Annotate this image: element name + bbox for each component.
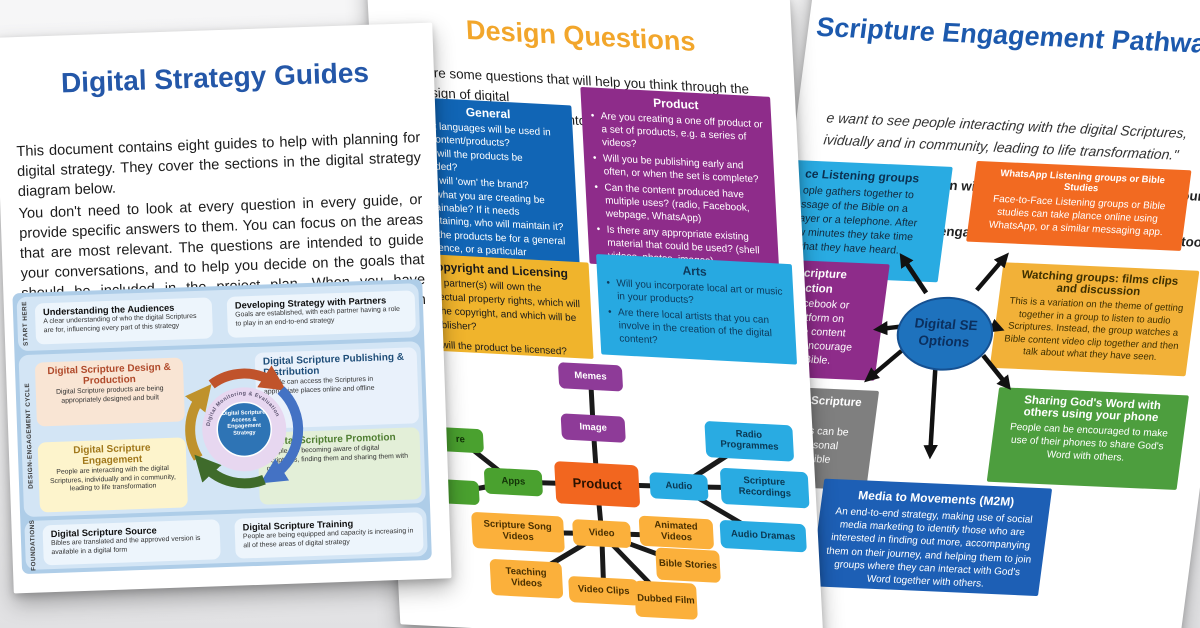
developing-strategy-partners-box: Developing Strategy with Partners Goals … bbox=[226, 290, 416, 338]
understanding-audiences-box: Understanding the Audiences A clear unde… bbox=[34, 297, 214, 345]
diagram-row-foundations: FOUNDATIONS Digital Scripture Source Bib… bbox=[24, 507, 428, 571]
arts-questions-box: Arts Will you incorporate local art or m… bbox=[596, 253, 798, 365]
foundations-label: FOUNDATIONS bbox=[28, 519, 38, 571]
cycle-arrow-gold bbox=[185, 384, 212, 461]
page-title: Digital Strategy Guides bbox=[60, 56, 370, 99]
box-body: Digital Scripture products are being app… bbox=[55, 385, 164, 405]
scripture-training-box: Digital Scripture Training People are be… bbox=[234, 512, 424, 559]
mindmap-node-scripture-song-videos: Scripture Song Videos bbox=[471, 511, 565, 553]
box-title: Digital Scripture Engagement bbox=[73, 442, 151, 468]
hub-label-line: Options bbox=[917, 332, 971, 350]
diagram-row-cycle: DESIGN-ENGAGEMENT CYCLE Digital Scriptur… bbox=[18, 341, 426, 518]
mindmap-node-bible-stories: Bible Stories bbox=[655, 547, 721, 583]
monitoring-evaluation-cycle: Digital Monitoring & Evaluation Digital … bbox=[167, 347, 322, 510]
engagement-box: Digital Scripture Engagement People are … bbox=[37, 437, 188, 513]
diagram-row-start: START HERE Understanding the Audiences A… bbox=[16, 283, 421, 352]
design-production-box: Digital Scripture Design & Production Di… bbox=[34, 357, 185, 427]
box-title: Digital Scripture Design & Production bbox=[47, 361, 171, 387]
core-circle bbox=[216, 401, 272, 458]
mindmap-node-animated-videos: Animated Videos bbox=[638, 515, 715, 550]
mindmap-node-audio: Audio bbox=[649, 472, 709, 502]
box-body: People are interacting with the digital … bbox=[49, 464, 176, 493]
scripture-source-box: Digital Scripture Source Bibles are tran… bbox=[42, 519, 221, 566]
question-item: Can the content produced have multiple u… bbox=[593, 181, 769, 229]
strategy-diagram: START HERE Understanding the Audiences A… bbox=[12, 279, 432, 575]
question-item: Are there local artists that you can inv… bbox=[607, 306, 789, 355]
mindmap-node-video-clips: Video Clips bbox=[568, 575, 640, 606]
product-mindmap: Memes Image Product Apps re Audio Radio … bbox=[386, 349, 824, 628]
cycle-arrow-red bbox=[208, 365, 287, 391]
mindmap-node-dubbed-film: Dubbed Film bbox=[634, 580, 698, 620]
mindmap-node-memes: Memes bbox=[557, 362, 624, 392]
start-here-label: START HERE bbox=[21, 301, 30, 347]
cycle-graphic: Digital Monitoring & Evaluation bbox=[185, 365, 304, 489]
mindmap-node-video: Video bbox=[572, 519, 632, 549]
cycle-arrow-blue bbox=[260, 386, 304, 484]
mindmap-node-product: Product bbox=[554, 461, 641, 508]
mindmap-node-scripture-recordings: Scripture Recordings bbox=[719, 467, 810, 509]
mindmap-node-radio-programmes: Radio Programmes bbox=[704, 420, 795, 462]
mindmap-node-teaching-videos: Teaching Videos bbox=[489, 558, 564, 599]
mindmap-node-apps: Apps bbox=[483, 467, 544, 497]
cycle-arrow-green bbox=[194, 454, 266, 489]
page-design-questions: Design Questions e are some questions th… bbox=[366, 0, 824, 628]
question-item: Will what you are creating be sustainabl… bbox=[416, 188, 564, 234]
mindmap-node-image: Image bbox=[560, 413, 626, 443]
page-scripture-engagement-pathways: Scripture Engagement Pathways e want to … bbox=[688, 0, 1200, 628]
page-digital-strategy-guides: Digital Strategy Guides This document co… bbox=[0, 22, 452, 594]
mindmap-node-audio-dramas: Audio Dramas bbox=[719, 519, 807, 553]
core-label: Digital Scripture Access & Engagement St… bbox=[221, 409, 266, 437]
product-questions-box: Product Are you creating a one off produ… bbox=[580, 86, 780, 274]
question-item: Are you creating a one off product or a … bbox=[589, 109, 765, 157]
